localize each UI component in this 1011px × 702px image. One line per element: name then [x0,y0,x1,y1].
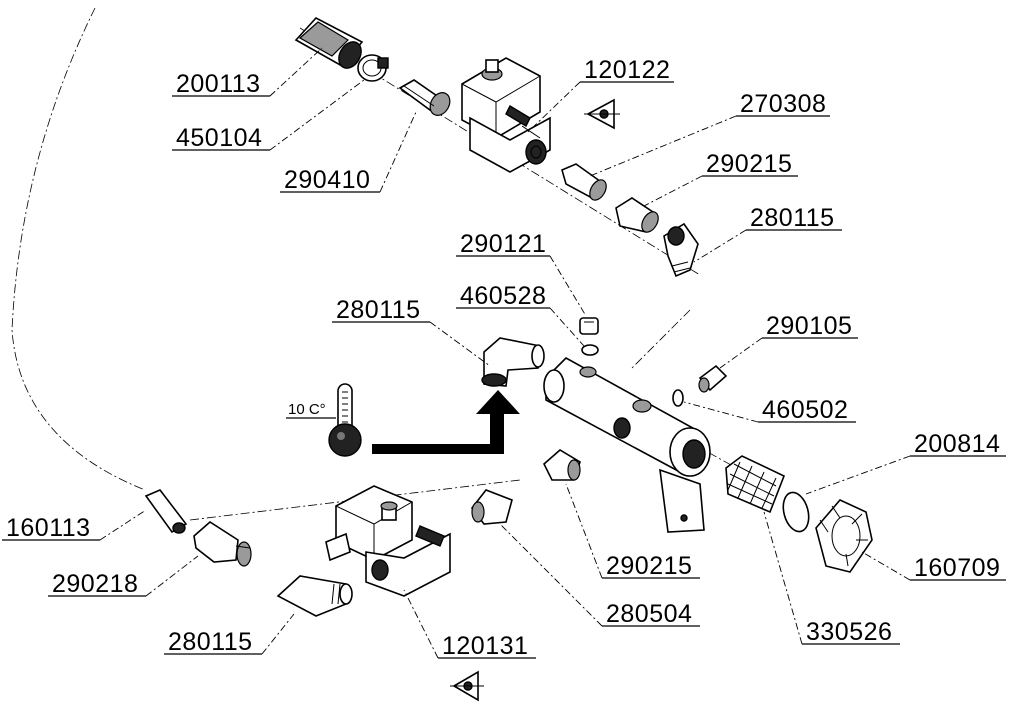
elbow-280115-top [663,222,699,278]
nut-290215-bottom [543,449,581,481]
plug-290105 [698,364,728,393]
bottom-valve-assembly [144,479,521,617]
label-290218: 290218 [52,570,138,598]
label-200814: 200814 [914,430,1000,458]
solenoid-valve-120131 [325,485,451,597]
label-290121: 290121 [460,230,546,258]
hose-route-line [11,7,146,491]
top-valve-assembly [294,17,701,278]
nut-290215-top [615,197,659,233]
hose-200113 [294,17,364,69]
thermometer-label: 10 C° [288,401,326,418]
thermometer-icon: 10 C° [286,383,362,457]
oring-460502 [672,389,684,407]
label-460502: 460502 [762,396,848,424]
cap-290121 [579,317,599,335]
elbow-280115-bottom [276,575,353,617]
oring-200814 [782,491,810,533]
label-330526: 330526 [806,618,892,646]
nipple-270308 [561,163,607,201]
fitting-280504 [470,489,513,525]
label-280115-bottom: 280115 [168,628,253,656]
label-200113: 200113 [176,70,261,98]
filter-330526 [725,455,786,514]
manifold-assembly [481,309,873,573]
eye-view-icon-bottom [450,670,484,702]
label-450104: 450104 [176,124,262,152]
hose-160113 [144,489,188,534]
label-160113: 160113 [6,514,91,542]
label-160709: 160709 [914,554,1000,582]
label-120131: 120131 [442,632,528,660]
oring-460528 [581,344,599,356]
label-280115-mid: 280115 [336,296,421,324]
elbow-280115-mid [481,337,545,387]
clamp-450104 [357,54,389,82]
label-280115-top: 280115 [750,204,835,232]
label-280504: 280504 [606,600,692,628]
label-290215-bottom: 290215 [606,552,692,580]
fitting-290410 [398,79,451,116]
cap-160709 [815,499,873,573]
flow-arrow-icon [372,390,520,454]
eye-view-icon [584,98,620,130]
fitting-290218 [193,521,252,567]
manifold-body [543,357,711,533]
label-120122: 120122 [584,56,670,84]
solenoid-valve-120122 [461,57,551,173]
label-270308: 270308 [740,90,826,118]
label-290215-top: 290215 [706,150,792,178]
label-460528: 460528 [460,282,546,310]
label-290410: 290410 [284,166,370,194]
label-290105: 290105 [766,312,852,340]
